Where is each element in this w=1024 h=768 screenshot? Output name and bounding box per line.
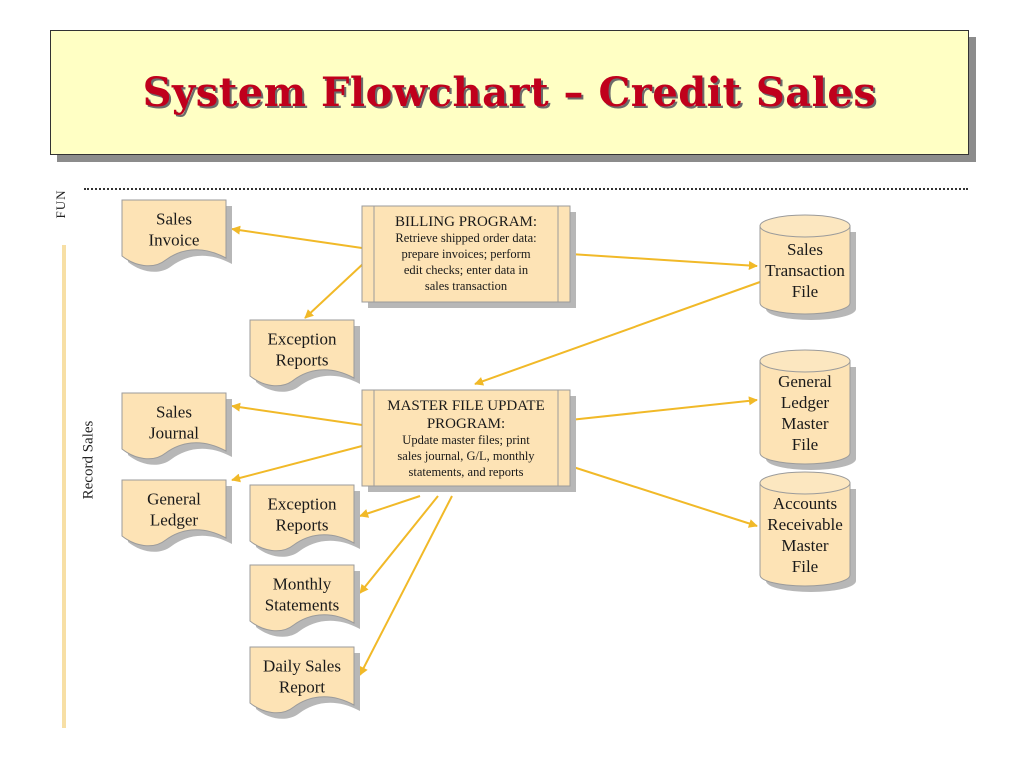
process-box	[361, 205, 571, 303]
daily-sales-report-line-2: Report	[279, 678, 326, 697]
title-box: System Flowchart – Credit Sales	[50, 30, 969, 155]
document-shape	[121, 199, 227, 267]
section-divider	[84, 188, 968, 190]
cylinder-top	[759, 471, 851, 495]
billing-program-line-2: prepare invoices; perform	[401, 247, 530, 261]
master-update-program-line-1: Update master files; print	[402, 433, 530, 447]
arrow-master-update-program-to-accounts-receivable-master-file	[569, 465, 758, 528]
arrow-master-update-program-to-monthly-statements	[359, 495, 439, 594]
document-shape	[249, 646, 355, 714]
document-shape	[249, 484, 355, 552]
master-update-program-line-2: sales journal, G/L, monthly	[397, 449, 535, 463]
sales-transaction-file-line-3: File	[792, 282, 818, 301]
cylinder-top	[759, 349, 851, 373]
cylinder-top	[759, 214, 851, 238]
arrow-master-update-program-to-sales-journal	[231, 402, 363, 426]
side-bar	[62, 245, 66, 728]
billing-program-line-4: sales transaction	[425, 279, 508, 293]
daily-sales-report-line-1: Daily Sales	[263, 657, 341, 676]
general-ledger-master-file-line-2: Ledger	[781, 393, 829, 412]
exception-reports-1-line-1: Exception	[268, 330, 337, 349]
arrow-master-update-program-to-exception-reports-2	[359, 495, 421, 518]
sales-transaction-file-line-1: Sales	[787, 240, 823, 259]
arrow-billing-program-to-sales-transaction-file	[569, 253, 758, 270]
sales-journal-line-2: Journal	[149, 424, 199, 443]
accounts-receivable-master-file-line-2: Receivable	[767, 515, 843, 534]
billing-program-line-1: Retrieve shipped order data:	[395, 231, 536, 245]
master-update-program-line-3: statements, and reports	[409, 465, 524, 479]
general-ledger-master-file-line-4: File	[792, 435, 818, 454]
general-ledger-line-1: General	[147, 490, 201, 509]
master-update-program-title-2: PROGRAM:	[427, 416, 505, 432]
arrow-master-update-program-to-daily-sales-report	[359, 495, 453, 676]
arrow-sales-transaction-file-to-master-update-program	[474, 281, 761, 386]
exception-reports-2-line-1: Exception	[268, 495, 337, 514]
accounts-receivable-master-file-line-4: File	[792, 557, 818, 576]
sales-invoice-line-1: Sales	[156, 210, 192, 229]
process-box	[361, 389, 571, 487]
node-master-update-program: MASTER FILE UPDATE PROGRAM:Update master …	[361, 389, 576, 492]
exception-reports-2-line-2: Reports	[276, 516, 329, 535]
master-update-program-title-1: MASTER FILE UPDATE	[387, 398, 545, 414]
arrow-billing-program-to-sales-invoice	[231, 225, 363, 249]
general-ledger-master-file-line-3: Master	[781, 414, 829, 433]
arrow-master-update-program-to-general-ledger	[231, 445, 363, 483]
cylinder-body	[759, 225, 851, 315]
exception-reports-1-line-2: Reports	[276, 351, 329, 370]
billing-program-line-3: edit checks; enter data in	[404, 263, 529, 277]
general-ledger-master-file-line-1: General	[778, 372, 832, 391]
sales-invoice-line-2: Invoice	[149, 231, 200, 250]
document-shape	[121, 479, 227, 547]
accounts-receivable-master-file-line-1: Accounts	[773, 494, 837, 513]
monthly-statements-line-2: Statements	[265, 596, 340, 615]
page-title: System Flowchart – Credit Sales	[142, 69, 877, 116]
general-ledger-line-2: Ledger	[150, 511, 198, 530]
monthly-statements-line-1: Monthly	[273, 575, 332, 594]
sales-transaction-file-line-2: Transaction	[765, 261, 845, 280]
document-shape	[121, 392, 227, 460]
arrows-layer	[231, 225, 761, 676]
sales-journal-line-1: Sales	[156, 403, 192, 422]
cylinder-body	[759, 482, 851, 587]
arrow-billing-program-to-exception-reports-1	[304, 261, 366, 319]
document-shape	[249, 319, 355, 387]
cylinder-body	[759, 360, 851, 465]
document-shape	[249, 564, 355, 632]
accounts-receivable-master-file-line-3: Master	[781, 536, 829, 555]
arrow-master-update-program-to-general-ledger-master-file	[569, 396, 758, 421]
node-billing-program: BILLING PROGRAM:Retrieve shipped order d…	[361, 205, 576, 308]
billing-program-title-1: BILLING PROGRAM:	[395, 214, 537, 230]
